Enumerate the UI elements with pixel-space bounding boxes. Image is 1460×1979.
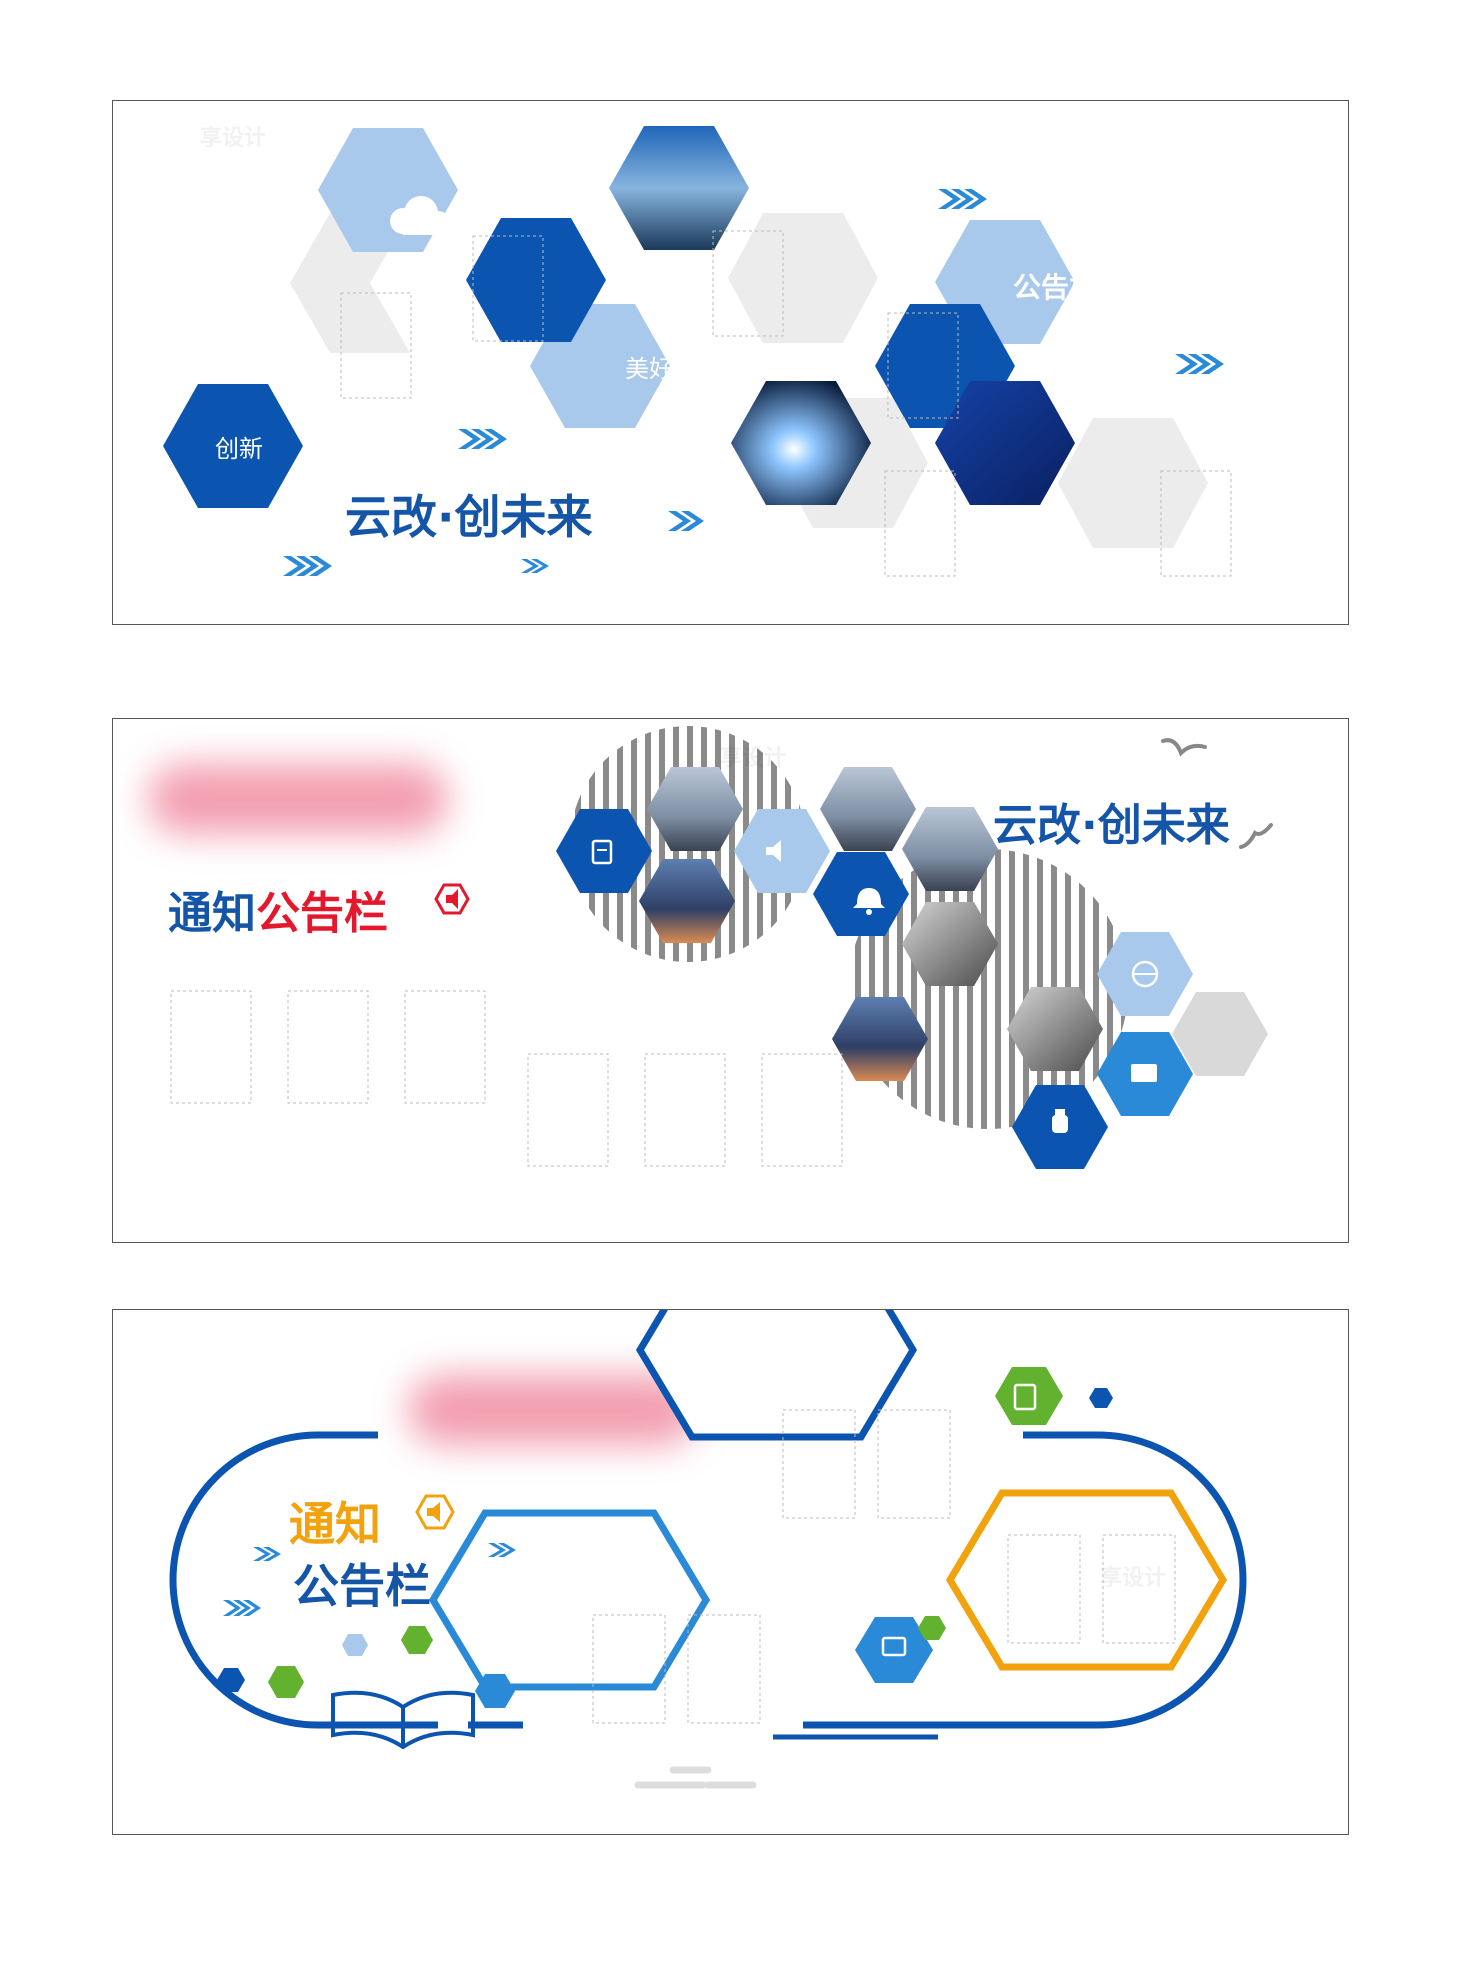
hex-photo bbox=[1007, 987, 1103, 1071]
hex-bell-small bbox=[918, 1616, 946, 1640]
hex-photo bbox=[1172, 992, 1268, 1076]
hex-photo-chip bbox=[935, 381, 1075, 505]
hex-blank bbox=[728, 213, 878, 343]
capsule-line bbox=[803, 1431, 1247, 1729]
slogan: 云改·创未来 bbox=[345, 490, 593, 544]
capsule-frame bbox=[169, 1310, 1247, 1789]
hex-label-bulletin: 公告栏 bbox=[1013, 271, 1098, 304]
hex-ink-left bbox=[268, 1666, 304, 1698]
hex-label-beautiful: 美好 bbox=[625, 355, 673, 383]
board-design-notice-circles: 云改·创未来 通知公告栏 bbox=[112, 718, 1349, 1243]
hex-speaker-small bbox=[1089, 1388, 1113, 1408]
notice-title-red: 公告栏 bbox=[256, 888, 388, 939]
hex-message-small bbox=[475, 1674, 515, 1708]
slogan: 云改·创未来 bbox=[993, 800, 1230, 851]
hex-frame-top bbox=[635, 1310, 918, 1441]
chevron-arrow-icon bbox=[223, 1543, 516, 1616]
hex-globe-left bbox=[342, 1634, 368, 1656]
hex-photo-city bbox=[609, 126, 749, 250]
hex-photo bbox=[647, 767, 743, 851]
card-slots bbox=[170, 990, 843, 1167]
hex-label-innovate: 创新 bbox=[215, 435, 263, 463]
hex-blank-dark bbox=[466, 218, 606, 342]
hex-photo bbox=[820, 767, 916, 851]
hex-speaker bbox=[734, 809, 830, 893]
image-icon bbox=[881, 1636, 907, 1657]
hex-photo bbox=[902, 807, 998, 891]
capsule-line bbox=[169, 1431, 438, 1729]
board-design-notice-capsule: 通知 公告栏 bbox=[112, 1309, 1349, 1835]
hex-frame-left bbox=[428, 1509, 711, 1691]
speaker-badge-icon bbox=[415, 1494, 455, 1530]
circle-collage bbox=[170, 726, 1273, 1169]
hex-innovate bbox=[163, 384, 303, 508]
notice-title-line1: 通知 bbox=[289, 1497, 381, 1551]
notice-title-blue: 通知 bbox=[168, 888, 256, 939]
hex-image bbox=[855, 1617, 933, 1683]
speaker-icon bbox=[766, 840, 781, 862]
bell-icon bbox=[853, 888, 885, 915]
notice-title-line2: 公告栏 bbox=[293, 1559, 431, 1613]
edit-icon bbox=[1013, 1383, 1037, 1411]
chevron-arrow-icon bbox=[283, 189, 1224, 576]
hex-photo bbox=[639, 859, 735, 943]
hex-photo bbox=[832, 997, 928, 1081]
hex-blank bbox=[1058, 418, 1208, 548]
card-slots bbox=[592, 1409, 1176, 1724]
redacted-logo bbox=[408, 1375, 698, 1445]
hex-green-edit bbox=[995, 1367, 1063, 1425]
hex-collage bbox=[163, 126, 1232, 577]
hex-frame-right bbox=[945, 1489, 1228, 1671]
board-design-cloud: 创新 美好 公告栏 云改·创未来 bbox=[112, 100, 1349, 625]
ground-lines bbox=[634, 1766, 757, 1789]
cloud-sync-icon bbox=[390, 196, 450, 235]
notice-title: 通知公告栏 bbox=[168, 877, 388, 941]
hex-download-left bbox=[401, 1626, 433, 1654]
message-icon bbox=[1131, 1064, 1157, 1082]
edit-icon bbox=[591, 839, 613, 865]
open-book-icon bbox=[331, 1690, 475, 1750]
ink-bottle-icon bbox=[1052, 1109, 1068, 1133]
card-slots bbox=[340, 230, 1232, 577]
bird-icon bbox=[1161, 738, 1273, 849]
globe-icon bbox=[1131, 960, 1159, 988]
hex-photo-fiber bbox=[731, 381, 871, 505]
speaker-badge-icon bbox=[434, 883, 470, 915]
hex-photo bbox=[902, 902, 998, 986]
hex-speaker-left bbox=[217, 1668, 245, 1692]
redacted-logo bbox=[148, 764, 448, 834]
